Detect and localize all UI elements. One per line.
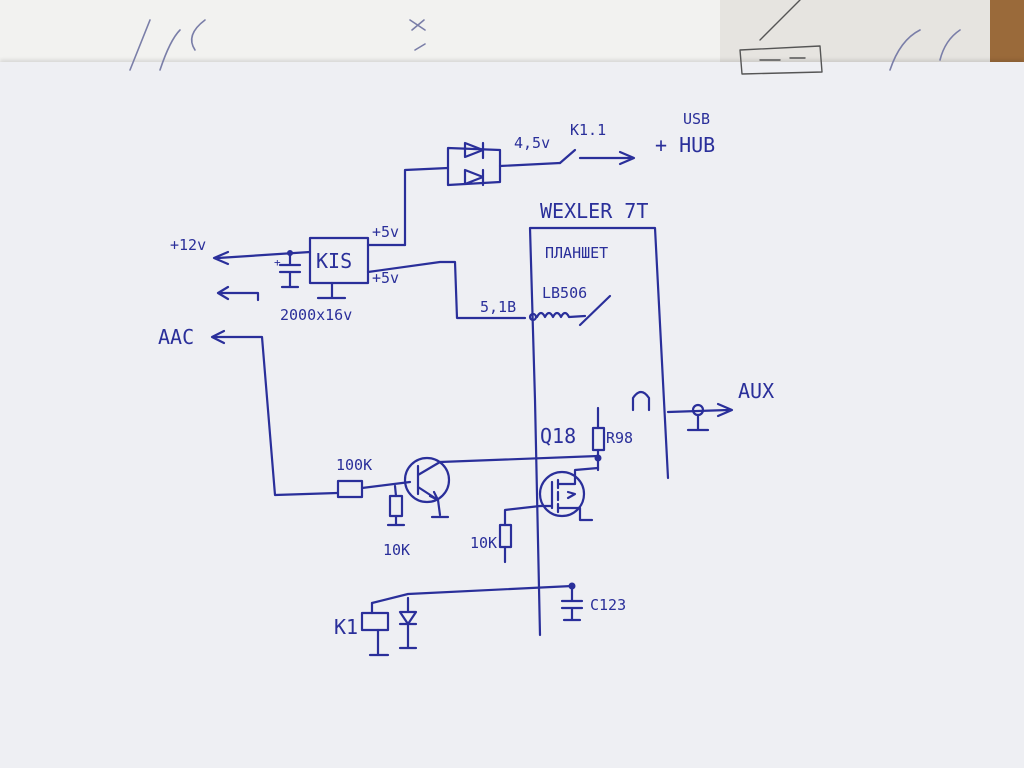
label-r98: R98 — [606, 429, 633, 447]
label-plus5v-top: +5v — [372, 223, 399, 241]
npn-transistor — [403, 454, 600, 519]
mosfet-q18 — [538, 466, 600, 522]
label-usb: USB — [683, 110, 710, 128]
headphone-icon — [631, 390, 651, 412]
arrow-to-usb-hub — [618, 150, 636, 166]
label-aac: AAC — [158, 325, 194, 349]
label-5-1b: 5,1B — [480, 298, 516, 316]
capacitor-2000uf: + — [274, 250, 302, 289]
svg-text:+: + — [274, 256, 281, 269]
label-kis: KIS — [316, 249, 352, 273]
label-wexler-7t: WEXLER 7T — [540, 199, 648, 223]
diode-pair — [403, 141, 502, 247]
wire-bottom-supply — [370, 584, 574, 605]
wire-100k-to-base — [360, 480, 412, 490]
inductor-lb506 — [528, 294, 612, 327]
label-q18: Q18 — [540, 424, 576, 448]
switch-k1-1 — [558, 148, 632, 165]
resistor-10k-left — [386, 484, 406, 527]
capacitor-c123 — [560, 584, 584, 622]
tablet-box-outline — [528, 226, 670, 637]
label-hub: + HUB — [655, 133, 715, 157]
label-2000x16v: 2000x16v — [280, 306, 352, 324]
ground-symbol-left — [216, 285, 260, 302]
resistor-r98 — [591, 406, 606, 472]
label-100k: 100K — [336, 456, 372, 474]
label-k1-1: K1.1 — [570, 121, 606, 139]
flyback-diode — [398, 596, 418, 650]
relay-coil-k1 — [360, 601, 390, 657]
label-plus12v: +12v — [170, 236, 206, 254]
wire-diode-to-switch — [498, 161, 562, 168]
back-sheet-scribbles — [129, 0, 961, 75]
label-10k-left: 10K — [383, 541, 410, 559]
label-plus5v-bottom: +5v — [372, 269, 399, 287]
resistor-100k — [336, 479, 364, 499]
arrow-aac — [210, 329, 226, 345]
label-lb506: LB506 — [542, 284, 587, 302]
label-c123: C123 — [590, 596, 626, 614]
resistor-10k-gate — [498, 504, 542, 564]
aux-jack — [666, 402, 734, 432]
label-tablet: ПЛАНШЕТ — [545, 244, 608, 262]
label-4-5v: 4,5v — [514, 134, 550, 152]
wire-12v-input — [216, 250, 312, 260]
label-aux: AUX — [738, 379, 774, 403]
label-k1: K1 — [334, 615, 358, 639]
wire-aac — [212, 335, 339, 497]
regulator-kis — [308, 236, 527, 320]
label-10k-gate: 10K — [470, 534, 497, 552]
arrow-12v — [212, 250, 230, 266]
schematic-paper-sheet — [0, 62, 1024, 768]
